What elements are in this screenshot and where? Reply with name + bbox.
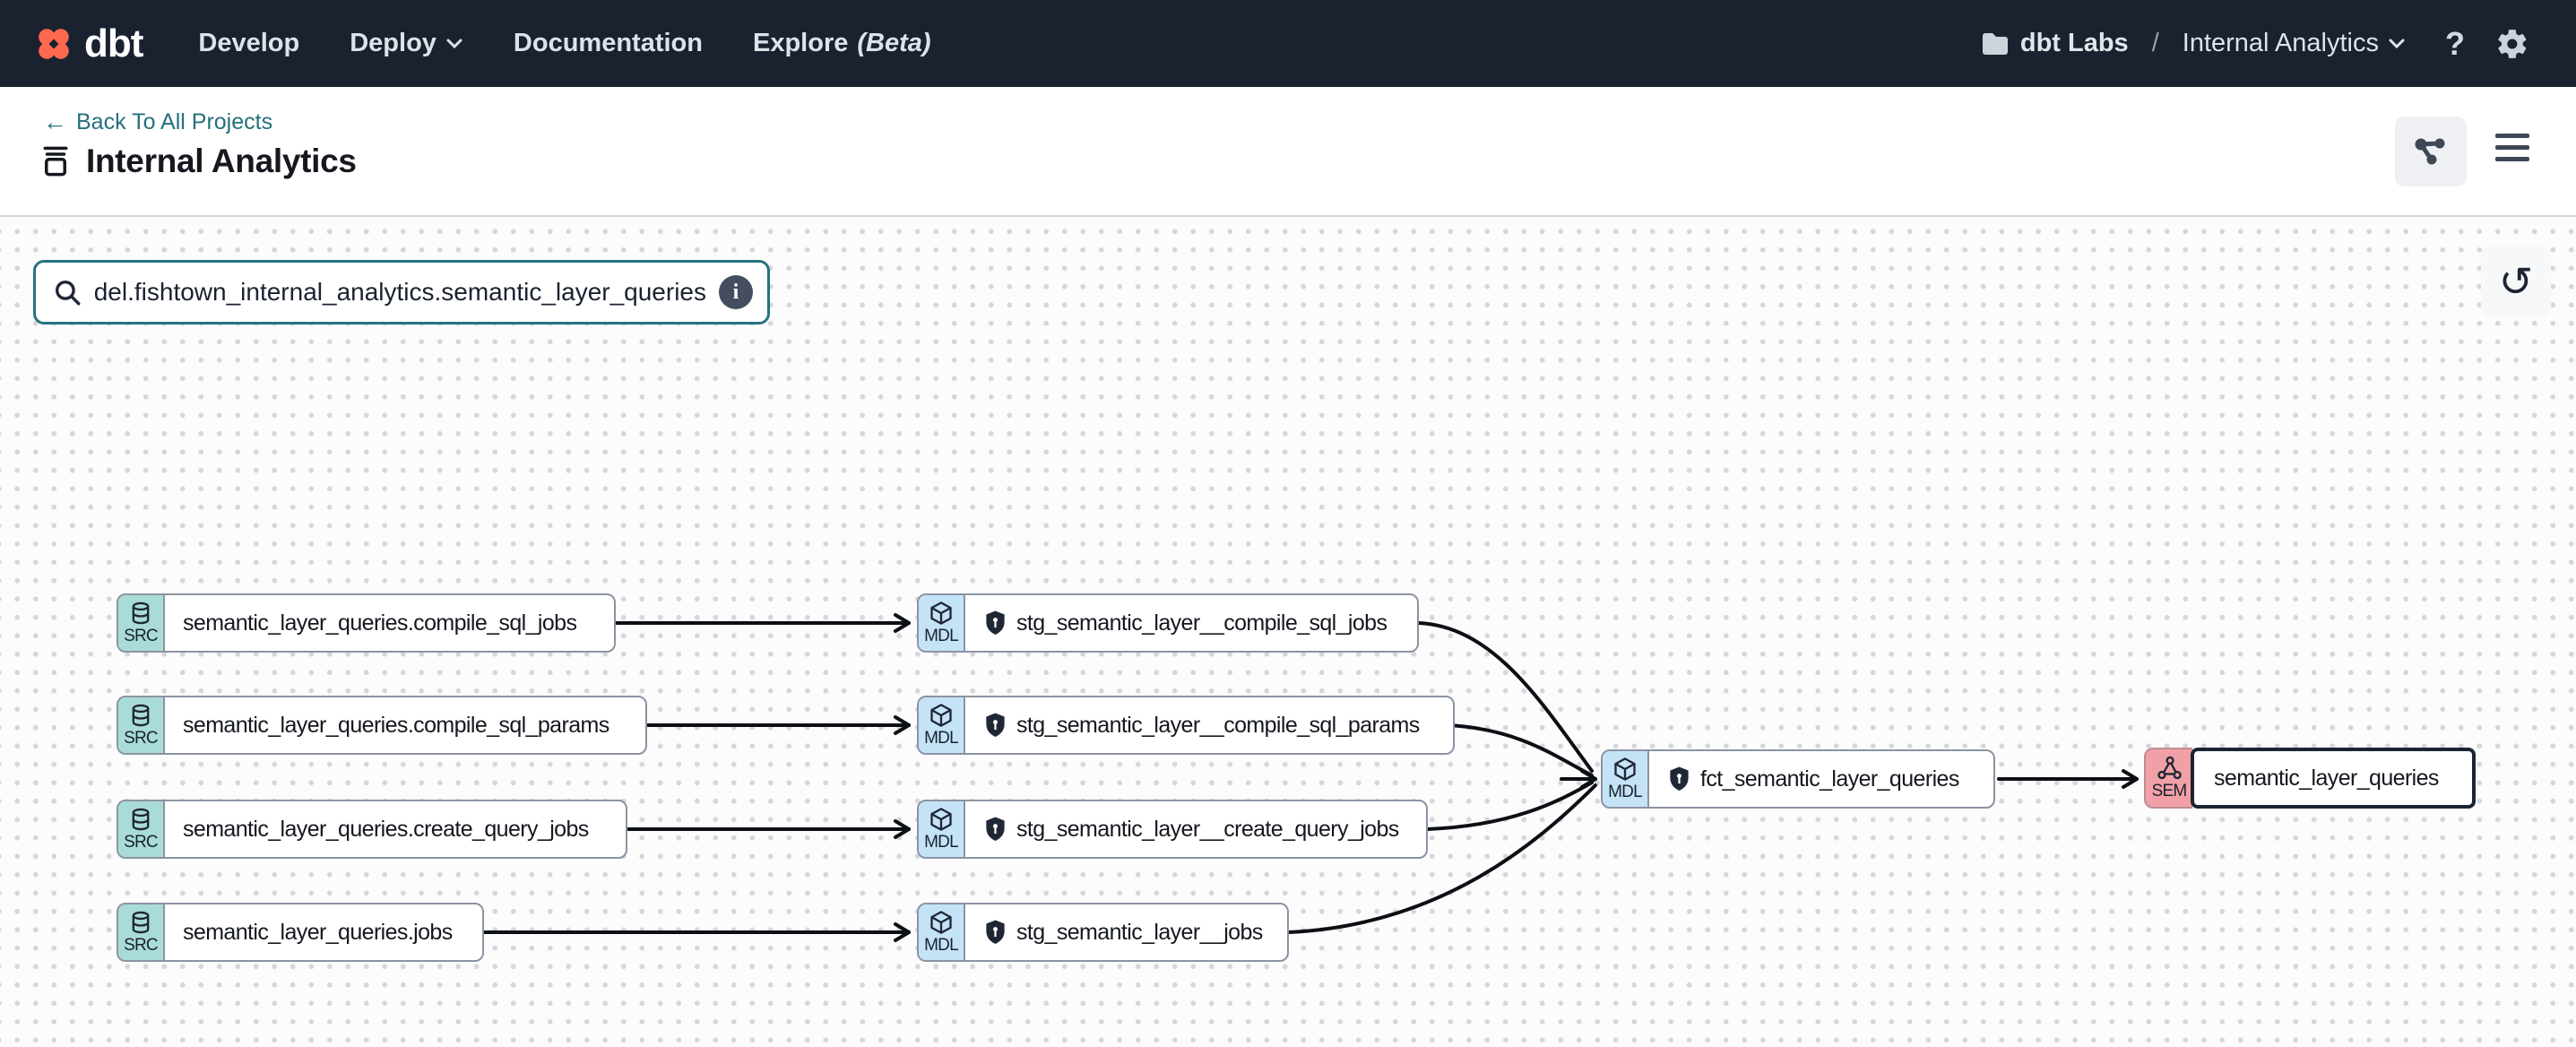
folder-icon xyxy=(1981,32,2010,56)
cube-icon xyxy=(929,703,954,728)
node-type-tab: SRC xyxy=(118,904,165,960)
explore-beta-label: (Beta) xyxy=(857,29,931,57)
page-title: Internal Analytics xyxy=(86,143,357,179)
cube-icon xyxy=(929,601,954,626)
nav-item-documentation[interactable]: Documentation xyxy=(513,29,703,57)
lineage-search-bar[interactable]: odel.fishtown_internal_analytics.semanti… xyxy=(33,260,770,324)
project-selector[interactable]: Internal Analytics xyxy=(2183,29,2406,58)
shield-icon xyxy=(983,816,1007,843)
lineage-canvas[interactable]: odel.fishtown_internal_analytics.semanti… xyxy=(0,217,2576,1047)
search-icon xyxy=(52,277,82,307)
nav-item-deploy[interactable]: Deploy xyxy=(350,29,463,58)
dbt-logo[interactable]: dbt xyxy=(32,22,143,66)
node-stg-compile-sql-jobs[interactable]: MDL stg_semantic_layer__compile_sql_jobs xyxy=(917,593,1419,653)
node-fct-semantic-layer-queries[interactable]: MDL fct_semantic_layer_queries xyxy=(1601,749,1995,809)
node-type-tab: MDL xyxy=(919,697,965,753)
node-label: semantic_layer_queries.compile_sql_param… xyxy=(183,712,609,738)
cube-icon xyxy=(1612,757,1638,782)
dbt-logo-icon xyxy=(32,22,75,65)
node-src-jobs[interactable]: SRC semantic_layer_queries.jobs xyxy=(117,903,484,962)
node-label: semantic_layer_queries xyxy=(2191,748,2476,809)
chevron-down-icon xyxy=(2388,38,2406,50)
node-type-tab: SRC xyxy=(118,697,165,753)
node-type-tab: SRC xyxy=(118,595,165,651)
shield-icon xyxy=(983,610,1007,636)
node-semantic-layer-queries-selected[interactable]: SEM semantic_layer_queries xyxy=(2144,748,2476,809)
shield-icon xyxy=(983,919,1007,946)
cube-icon xyxy=(929,807,954,832)
back-link-label: Back To All Projects xyxy=(76,109,273,134)
node-label: stg_semantic_layer__compile_sql_params xyxy=(1016,712,1420,738)
reset-icon: ↺ xyxy=(2498,258,2534,305)
database-icon xyxy=(128,601,153,626)
project-icon xyxy=(39,144,72,178)
node-label: stg_semantic_layer__create_query_jobs xyxy=(1016,816,1399,842)
back-to-projects-link[interactable]: ← Back To All Projects xyxy=(43,108,272,136)
lineage-view-button[interactable] xyxy=(2395,117,2467,186)
breadcrumb-separator: / xyxy=(2151,29,2159,57)
node-label: semantic_layer_queries.jobs xyxy=(183,919,453,945)
node-label-wrap: stg_semantic_layer__compile_sql_params xyxy=(965,697,1453,753)
search-input[interactable]: odel.fishtown_internal_analytics.semanti… xyxy=(93,278,706,306)
node-stg-jobs[interactable]: MDL stg_semantic_layer__jobs xyxy=(917,903,1289,962)
node-stg-compile-sql-params[interactable]: MDL stg_semantic_layer__compile_sql_para… xyxy=(917,696,1455,755)
node-type-tab: MDL xyxy=(1603,751,1649,807)
node-type-tab: SEM xyxy=(2144,748,2192,809)
node-type-tab: MDL xyxy=(919,904,965,960)
help-icon[interactable]: ? xyxy=(2445,24,2465,62)
node-label: semantic_layer_queries.compile_sql_jobs xyxy=(183,610,577,636)
info-icon[interactable]: i xyxy=(719,275,753,309)
shield-icon xyxy=(983,712,1007,739)
reset-view-button[interactable]: ↺ xyxy=(2481,247,2551,316)
nav-item-develop[interactable]: Develop xyxy=(198,29,300,57)
title-row: Internal Analytics xyxy=(39,143,357,180)
shield-icon xyxy=(1667,766,1691,792)
nav-right: dbt Labs / Internal Analytics ? xyxy=(1981,25,2529,63)
node-label-wrap: fct_semantic_layer_queries xyxy=(1649,751,1993,807)
node-label: stg_semantic_layer__jobs xyxy=(1016,919,1263,945)
semantic-model-icon xyxy=(2157,756,2182,781)
database-icon xyxy=(128,703,153,728)
node-label: semantic_layer_queries.create_query_jobs xyxy=(183,816,589,842)
database-icon xyxy=(128,910,153,935)
dbt-logo-text: dbt xyxy=(84,21,143,65)
node-label: fct_semantic_layer_queries xyxy=(1700,766,1959,792)
chevron-down-icon xyxy=(445,38,463,50)
lineage-icon xyxy=(2413,135,2449,168)
menu-hamburger-button[interactable] xyxy=(2495,134,2529,161)
node-stg-create-query-jobs[interactable]: MDL stg_semantic_layer__create_query_job… xyxy=(917,800,1428,859)
settings-gear-icon[interactable] xyxy=(2495,27,2529,61)
page-header: ← Back To All Projects Internal Analytic… xyxy=(0,87,2576,217)
nav-menu: Develop Deploy Documentation Explore (Be… xyxy=(198,29,930,58)
top-navbar: dbt Develop Deploy Documentation Explore… xyxy=(0,0,2576,87)
node-type-tab: SRC xyxy=(118,801,165,857)
node-label-wrap: stg_semantic_layer__jobs xyxy=(965,904,1287,960)
cube-icon xyxy=(929,910,954,935)
node-src-create-query-jobs[interactable]: SRC semantic_layer_queries.create_query_… xyxy=(117,800,627,859)
node-type-tab: MDL xyxy=(919,595,965,651)
lineage-edges xyxy=(482,613,2139,942)
node-src-compile-sql-params[interactable]: SRC semantic_layer_queries.compile_sql_p… xyxy=(117,696,647,755)
org-breadcrumb[interactable]: dbt Labs xyxy=(1981,29,2129,58)
node-src-compile-sql-jobs[interactable]: SRC semantic_layer_queries.compile_sql_j… xyxy=(117,593,616,653)
node-label-wrap: stg_semantic_layer__create_query_jobs xyxy=(965,801,1426,857)
node-label-wrap: stg_semantic_layer__compile_sql_jobs xyxy=(965,595,1417,651)
node-label: stg_semantic_layer__compile_sql_jobs xyxy=(1016,610,1387,636)
node-type-tab: MDL xyxy=(919,801,965,857)
nav-item-explore[interactable]: Explore (Beta) xyxy=(752,29,931,57)
arrow-left-icon: ← xyxy=(43,108,67,135)
database-icon xyxy=(128,807,153,832)
